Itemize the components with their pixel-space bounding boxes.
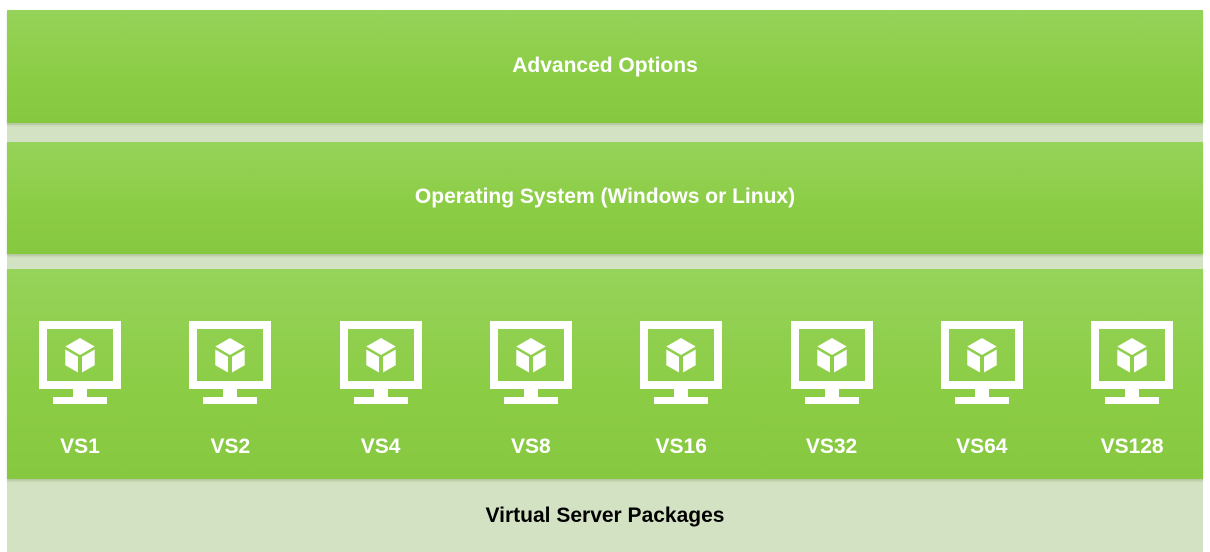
package-item-vs4: VS4 — [325, 319, 437, 469]
package-item-vs16: VS16 — [625, 319, 737, 469]
monitor-with-cube-icon — [489, 321, 572, 404]
package-item-vs128: VS128 — [1076, 319, 1188, 469]
package-item-vs2: VS2 — [174, 319, 286, 469]
operating-system-label: Operating System (Windows or Linux) — [414, 185, 796, 208]
package-item-vs1: VS1 — [24, 319, 136, 469]
package-label: VS64 — [956, 435, 1008, 458]
monitor-with-cube-icon — [790, 321, 873, 404]
package-item-vs8: VS8 — [475, 319, 587, 469]
package-label: VS4 — [360, 435, 401, 458]
package-label: VS16 — [655, 435, 707, 458]
package-item-vs32: VS32 — [776, 319, 888, 469]
operating-system-layer: Operating System (Windows or Linux) — [7, 142, 1203, 254]
package-label: VS2 — [210, 435, 251, 458]
monitor-with-cube-icon — [189, 321, 272, 404]
package-label: VS8 — [511, 435, 551, 458]
monitor-with-cube-icon — [640, 321, 723, 404]
monitor-with-cube-icon — [1091, 321, 1174, 404]
packages-layer: VS1 VS2 — [7, 269, 1203, 479]
virtual-server-stack-diagram: Advanced Options Operating System (Windo… — [7, 10, 1203, 552]
package-label: VS1 — [60, 435, 100, 458]
package-label: VS32 — [805, 435, 858, 458]
advanced-options-label: Advanced Options — [512, 54, 698, 77]
advanced-options-layer: Advanced Options — [7, 10, 1203, 123]
package-label: VS128 — [1100, 435, 1164, 458]
package-item-vs64: VS64 — [926, 319, 1038, 469]
monitor-with-cube-icon — [940, 321, 1023, 404]
virtual-server-packages-label: Virtual Server Packages — [485, 504, 725, 527]
monitor-with-cube-icon — [39, 321, 121, 404]
monitor-with-cube-icon — [339, 321, 422, 404]
